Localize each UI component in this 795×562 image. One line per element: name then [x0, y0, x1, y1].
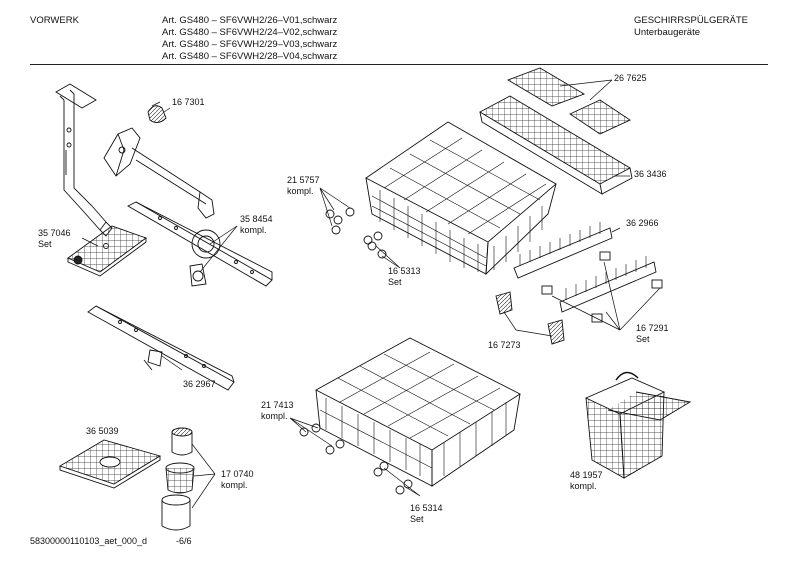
spray-tube	[55, 83, 113, 237]
fine-filter	[58, 439, 162, 489]
part-number: 36 3436	[634, 169, 667, 179]
category: GESCHIRRSPÜLGERÄTE	[634, 15, 749, 26]
upper-basket	[325, 121, 557, 276]
part-number: 17 0740	[221, 469, 254, 479]
part-note: kompl.	[570, 480, 597, 491]
part-label-363436: 36 3436	[634, 169, 667, 180]
part-number: 35 7046	[38, 228, 71, 238]
rack-inserts	[506, 67, 631, 135]
lower-spray-arm	[87, 305, 235, 391]
part-note: Set	[636, 333, 650, 344]
lower-basket	[299, 337, 521, 495]
tine-rows	[513, 222, 657, 313]
upper-spray-arm	[127, 201, 273, 287]
part-label-365039: 36 5039	[86, 426, 119, 437]
part-number: 16 7291	[636, 323, 669, 333]
part-number: 36 5039	[86, 426, 119, 436]
part-label-167301: 16 7301	[172, 97, 205, 108]
article-list: Art. GS480 – SF6VWH2/26–V01,schwarz Art.…	[162, 15, 337, 63]
filter-plate	[67, 225, 147, 277]
part-note: kompl.	[240, 224, 267, 235]
part-label-167273: 16 7273	[488, 340, 521, 351]
part-note: Set	[410, 513, 424, 524]
part-label-362966: 36 2966	[626, 218, 659, 229]
leader-lines	[81, 79, 661, 509]
upper-spray-feed	[103, 127, 215, 219]
part-number: 16 7273	[488, 340, 521, 350]
part-note: Set	[38, 238, 52, 249]
part-label-362967: 36 2967	[183, 379, 216, 390]
category-title: GESCHIRRSPÜLGERÄTE Unterbaugeräte	[634, 15, 748, 39]
rack-clips	[541, 251, 663, 323]
part-number: 21 7413	[261, 400, 294, 410]
part-number: 21 5757	[287, 175, 320, 185]
article-line: Art. GS480 – SF6VWH2/26–V01,schwarz	[162, 15, 338, 26]
part-number: 26 7625	[614, 73, 647, 83]
part-number: 16 7301	[172, 97, 205, 107]
subcategory: Unterbaugeräte	[634, 27, 701, 38]
part-note: Set	[388, 276, 402, 287]
part-number: 16 5314	[410, 503, 443, 513]
brand-name: VORWERK	[30, 15, 79, 26]
cutlery-basket	[584, 371, 692, 479]
document-id: 58300000110103_aet_000_d	[30, 536, 147, 546]
part-label-267625: 26 7625	[614, 73, 647, 84]
page-number: -6/6	[176, 536, 192, 546]
article-line: Art. GS480 – SF6VWH2/28–V04,schwarz	[162, 51, 338, 62]
header-divider	[30, 64, 768, 65]
article-line: Art. GS480 – SF6VWH2/24–V02,schwarz	[162, 27, 338, 38]
filter-cylinder	[161, 427, 195, 531]
article-line: Art. GS480 – SF6VWH2/29–V03,schwarz	[162, 39, 338, 50]
cutlery-tray	[479, 95, 633, 195]
part-number: 36 2966	[626, 218, 659, 228]
spray-arm-cap	[147, 101, 167, 123]
part-note: kompl.	[287, 185, 314, 196]
part-number: 16 5313	[388, 266, 421, 276]
rack-holders	[495, 291, 565, 345]
part-note: kompl.	[261, 410, 288, 421]
part-number: 35 8454	[240, 214, 273, 224]
part-number: 48 1957	[570, 470, 603, 480]
part-note: kompl.	[221, 479, 248, 490]
part-number: 36 2967	[183, 379, 216, 389]
